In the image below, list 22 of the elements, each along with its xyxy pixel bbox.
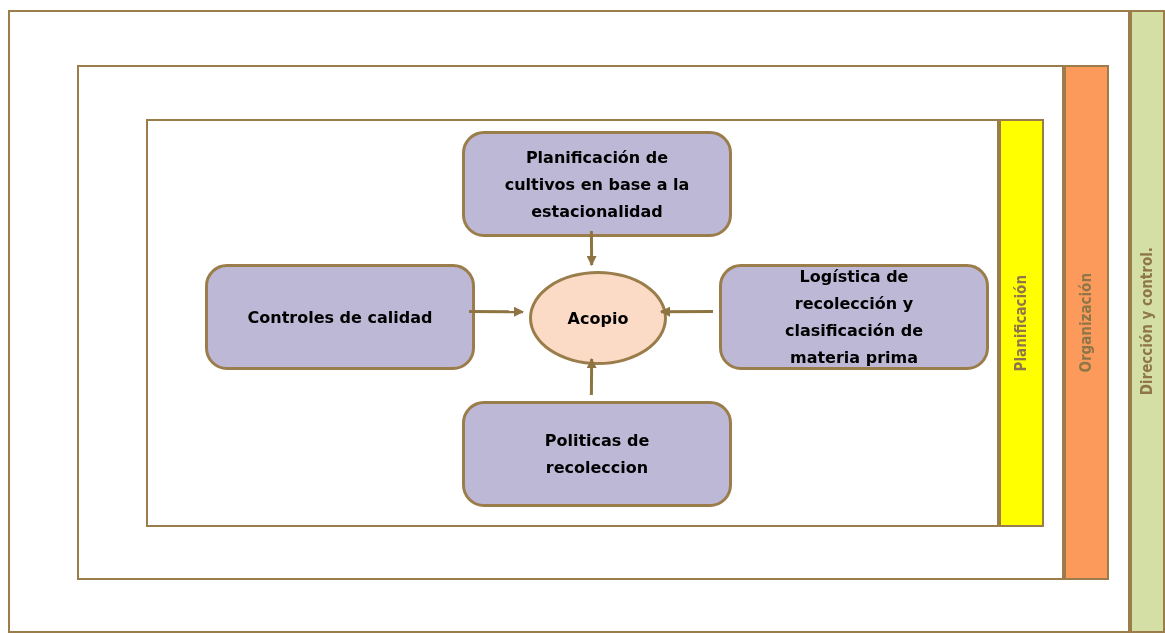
band-label: Dirección y control. xyxy=(1137,247,1158,396)
arrow xyxy=(469,306,524,317)
process-box xyxy=(719,264,989,370)
process-box xyxy=(462,131,732,237)
node-label: Planificación de cultivos en base a la estacionalidad xyxy=(503,146,691,223)
node-label: Controles de calidad xyxy=(247,306,433,329)
arrow xyxy=(586,231,597,266)
side-band xyxy=(1064,65,1109,580)
node-label: Politicas de recoleccion xyxy=(543,430,651,479)
frame xyxy=(77,65,1064,580)
band-label: Planificación xyxy=(1011,274,1032,372)
node-label: Logística de recolección y clasificación de materia prima xyxy=(783,266,925,369)
frame xyxy=(8,10,1130,633)
frame xyxy=(146,119,999,527)
side-band xyxy=(1130,10,1165,633)
arrow xyxy=(660,306,713,317)
side-band xyxy=(999,119,1044,527)
process-box xyxy=(205,264,475,370)
arrow xyxy=(586,358,597,395)
node-label: Acopio xyxy=(567,307,629,330)
band-label: Organización xyxy=(1076,272,1097,373)
process-box xyxy=(462,401,732,507)
